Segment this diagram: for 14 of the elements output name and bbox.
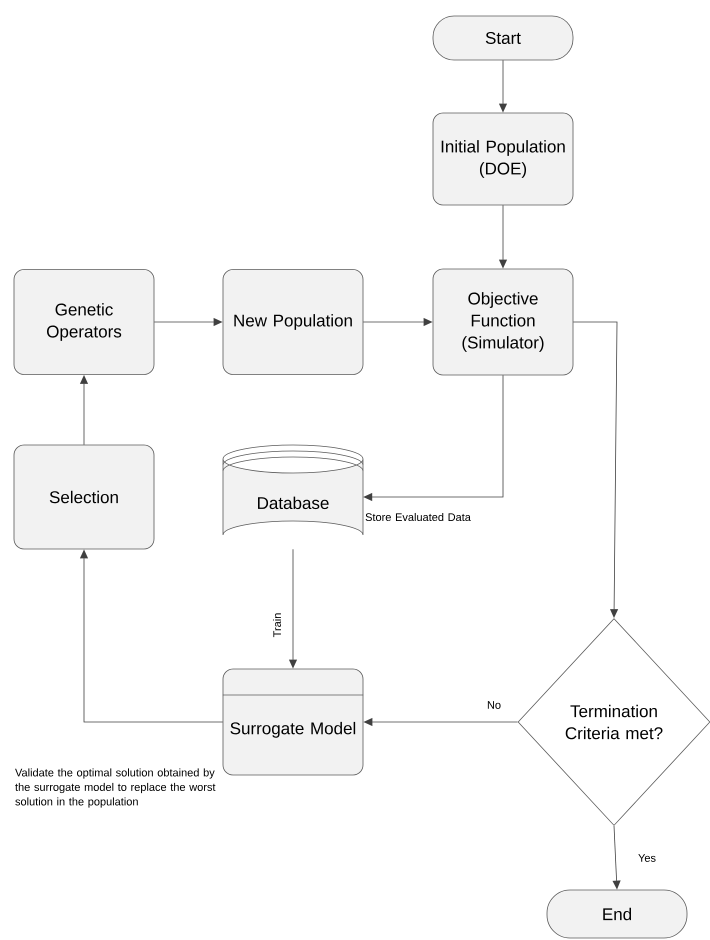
process-box: Objective Function (Simulator) xyxy=(432,268,574,376)
edge-label: Train xyxy=(272,613,282,638)
database-cylinder: Database xyxy=(222,444,364,536)
edge-label: Yes xyxy=(638,854,656,862)
process-box: New Population xyxy=(222,269,364,375)
process-box: Initial Population (DOE) xyxy=(432,112,574,206)
terminal-box: Start xyxy=(432,16,574,60)
terminal-box: End xyxy=(546,890,688,938)
process-box: Selection xyxy=(14,444,154,550)
edge-label: Store Evaluated Data xyxy=(366,512,471,522)
process-box: Surrogate Model xyxy=(222,668,364,776)
process-box: Genetic Operators xyxy=(14,269,154,375)
edge-label: No xyxy=(488,701,501,709)
edge-label: Validate the optimal solution obtained by the surrogate model to replace the worst solution in the population xyxy=(15,768,216,808)
